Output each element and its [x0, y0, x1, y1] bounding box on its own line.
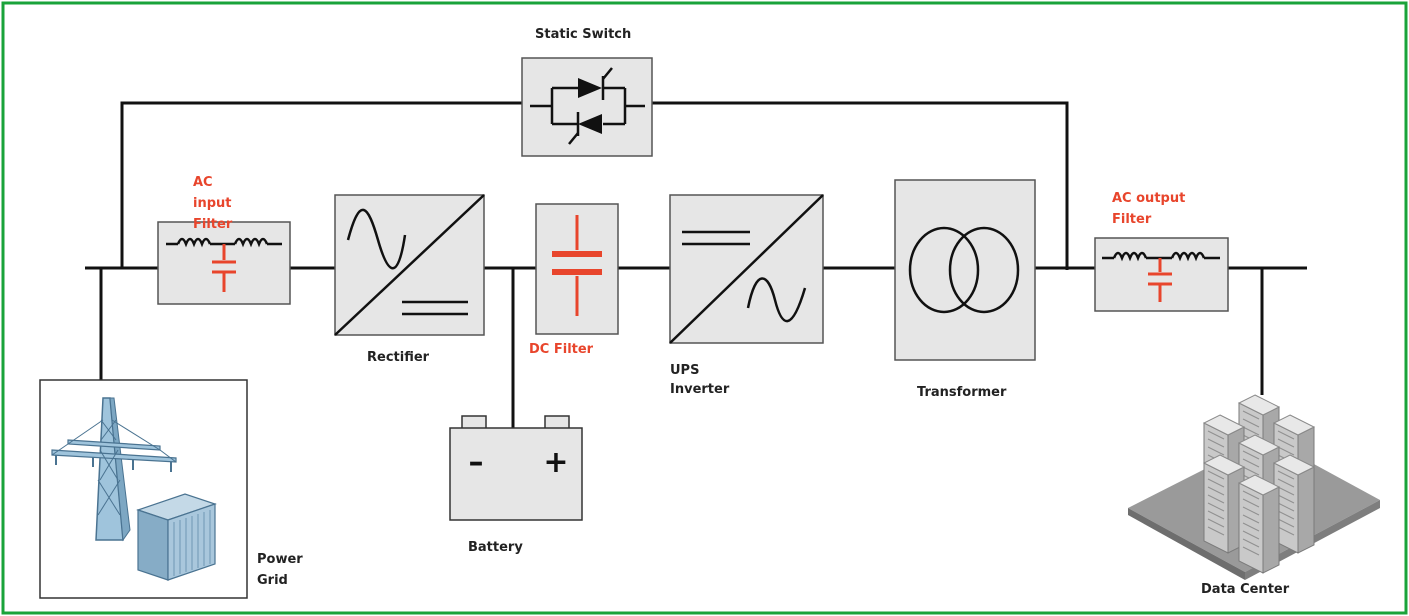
- data-center-label: Data Center: [1201, 582, 1290, 597]
- server-rack-slot: [1277, 526, 1295, 536]
- server-rack-slot: [1242, 466, 1260, 476]
- dc-filter-block: [535, 203, 619, 335]
- ups-inverter-label: UPS Inverter: [670, 363, 730, 397]
- server-rack-slot: [1242, 410, 1260, 420]
- ups-inverter-block: [669, 194, 824, 344]
- substation-box-icon: [136, 493, 217, 581]
- server-rack-slot: [1242, 450, 1260, 460]
- server-rack-slot: [1207, 502, 1225, 512]
- server-rack-slot: [1207, 478, 1225, 488]
- server-rack-top: [1237, 394, 1281, 416]
- data-center-illustration: [1128, 394, 1380, 580]
- server-rack-slot: [1277, 486, 1295, 496]
- server-rack-slot: [1207, 526, 1225, 536]
- server-rack-slot: [1242, 538, 1260, 548]
- battery-label: Battery: [468, 540, 523, 555]
- server-rack-top: [1202, 414, 1246, 436]
- ac-output-filter-block: [1094, 237, 1229, 312]
- server-rack-slot: [1207, 470, 1225, 480]
- server-rack-slot: [1242, 426, 1260, 436]
- transmission-tower-icon: [51, 397, 177, 542]
- server-rack-slot: [1242, 506, 1260, 516]
- server-rack-slot: [1242, 418, 1260, 428]
- ac-input-filter-block: [157, 221, 291, 305]
- power-grid-illustration: [39, 379, 248, 599]
- server-rack-top: [1272, 414, 1316, 436]
- server-rack-slot: [1207, 446, 1225, 456]
- battery-block: [449, 415, 583, 521]
- rectifier-block: [334, 194, 485, 336]
- server-rack-slot: [1277, 510, 1295, 520]
- battery-positive-terminal: +: [543, 445, 568, 480]
- server-rack-slot: [1277, 494, 1295, 504]
- server-rack-front: [1238, 482, 1264, 574]
- battery-negative-terminal: –: [469, 445, 484, 480]
- transformer-block: [894, 179, 1036, 361]
- server-rack-side: [1262, 486, 1280, 574]
- wiring: [85, 101, 1307, 428]
- server-rack-slot: [1242, 458, 1260, 468]
- server-rack-slot: [1207, 430, 1225, 440]
- server-rack-slot: [1207, 518, 1225, 528]
- server-rack-top: [1237, 474, 1281, 496]
- rectifier-label: Rectifier: [367, 350, 430, 365]
- bypass-wire: [120, 101, 1069, 270]
- server-rack-slot: [1242, 514, 1260, 524]
- server-rack-slot: [1277, 446, 1295, 456]
- power-grid-label: Power Grid: [257, 552, 303, 588]
- server-rack-slot: [1242, 490, 1260, 500]
- server-rack-slot: [1242, 498, 1260, 508]
- server-rack-slot: [1242, 522, 1260, 532]
- server-rack-slot: [1207, 486, 1225, 496]
- server-rack-side: [1297, 466, 1315, 554]
- server-rack-front: [1203, 462, 1229, 554]
- server-rack-top: [1272, 454, 1316, 476]
- transformer-label: Transformer: [917, 385, 1007, 400]
- server-rack-slot: [1207, 438, 1225, 448]
- static-switch-label: Static Switch: [535, 27, 632, 42]
- ac-input-filter-label: AC input Filter: [193, 175, 233, 232]
- ac-output-filter-label: AC output Filter: [1112, 191, 1186, 227]
- server-rack-slot: [1277, 430, 1295, 440]
- static-switch-block: [521, 57, 653, 157]
- server-rack-top: [1202, 454, 1246, 476]
- server-rack-slot: [1277, 470, 1295, 480]
- server-rack-slot: [1277, 518, 1295, 528]
- server-rack-slot: [1277, 502, 1295, 512]
- server-rack-slot: [1242, 530, 1260, 540]
- server-rack-slot: [1277, 438, 1295, 448]
- dc-filter-label: DC Filter: [529, 342, 594, 357]
- server-rack-top: [1237, 434, 1281, 456]
- server-rack-slot: [1207, 510, 1225, 520]
- server-racks: [1202, 394, 1316, 574]
- server-rack-slot: [1242, 546, 1260, 556]
- server-rack-slot: [1207, 494, 1225, 504]
- server-rack-slot: [1277, 478, 1295, 488]
